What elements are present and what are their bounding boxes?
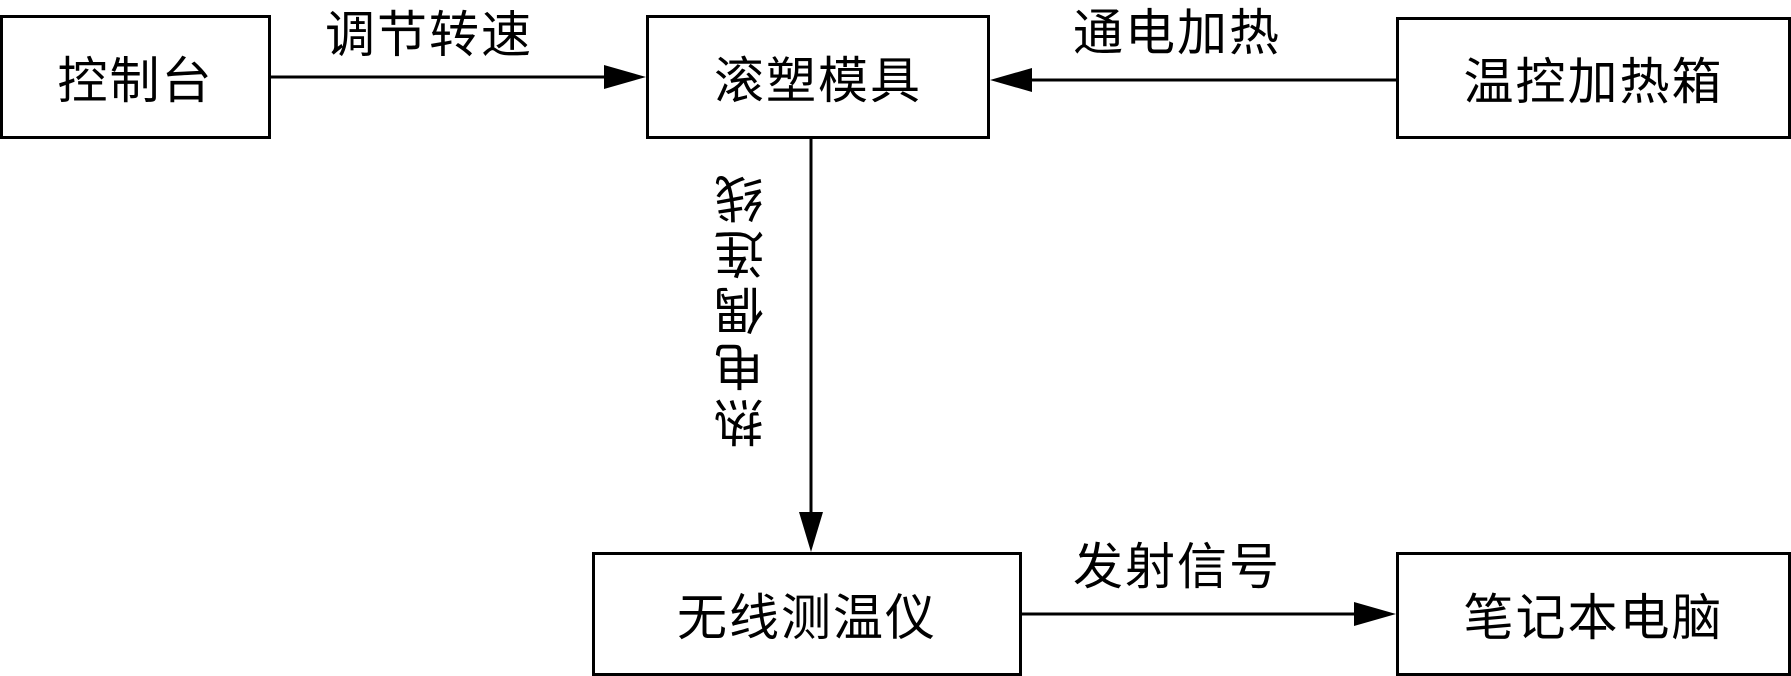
edge-heater-to-mold-arrowhead bbox=[990, 68, 1032, 92]
node-heating-box: 温控加热箱 bbox=[1396, 17, 1791, 139]
node-mold: 滚塑模具 bbox=[646, 15, 990, 139]
node-console: 控制台 bbox=[0, 15, 271, 139]
node-thermometer: 无线测温仪 bbox=[592, 552, 1022, 676]
edge-label-adjust-speed: 调节转速 bbox=[325, 6, 533, 64]
node-console-label: 控制台 bbox=[57, 52, 214, 110]
node-laptop-label: 笔记本电脑 bbox=[1463, 589, 1724, 647]
edge-console-to-mold-arrowhead bbox=[604, 65, 646, 89]
edge-label-thermocouple: 热电偶连线 bbox=[714, 168, 772, 448]
edge-label-send-signal: 发射信号 bbox=[1073, 538, 1281, 596]
node-heating-box-label: 温控加热箱 bbox=[1463, 53, 1724, 111]
node-mold-label: 滚塑模具 bbox=[714, 52, 922, 110]
node-thermometer-label: 无线测温仪 bbox=[677, 589, 937, 647]
edge-mold-to-thermometer-arrowhead bbox=[799, 512, 823, 552]
edge-thermometer-to-laptop-arrowhead bbox=[1354, 602, 1396, 626]
edge-label-power-heating: 通电加热 bbox=[1073, 4, 1281, 62]
node-laptop: 笔记本电脑 bbox=[1396, 552, 1791, 676]
